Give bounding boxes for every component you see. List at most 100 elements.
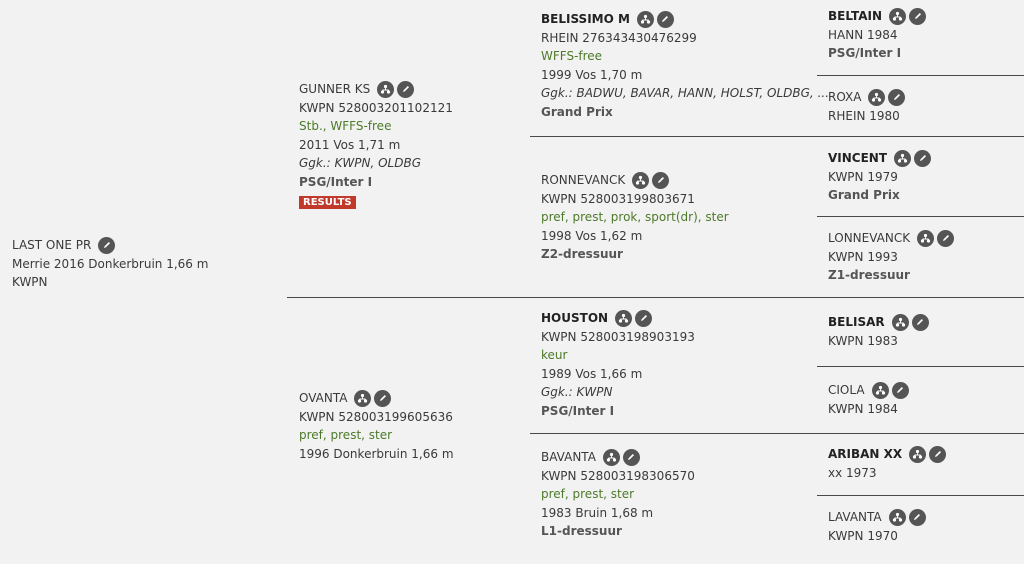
pedigree-icon[interactable]: [917, 229, 935, 247]
pedigree-icon[interactable]: [889, 7, 907, 25]
ss-card: BELISSIMO M RHEIN 276343430476299 WFFS-f…: [541, 10, 829, 122]
subject-name: LAST ONE PR: [12, 238, 92, 252]
pedigree-icon[interactable]: [602, 448, 620, 466]
ss-predicate: Grand Prix: [541, 104, 613, 119]
divider-ds-dd: [530, 433, 1024, 434]
grandparent-name[interactable]: ROXA: [828, 90, 862, 104]
grandparent-info: KWPN 1984: [828, 401, 898, 416]
edit-icon[interactable]: [652, 171, 670, 189]
dd-name[interactable]: BAVANTA: [541, 450, 596, 464]
grandparent-info: KWPN 1979: [828, 169, 898, 184]
ds-name[interactable]: HOUSTON: [541, 311, 609, 325]
grandparent-predicate: Z1-dressuur: [828, 268, 910, 283]
edit-icon[interactable]: [908, 508, 926, 526]
pedigree-icon[interactable]: [894, 149, 912, 167]
dd-tags: pref, prest, ster: [541, 487, 635, 502]
divider-g5-g6: [817, 366, 1024, 367]
grandparent-card: ROXA RHEIN 1980: [828, 88, 906, 125]
sd-registration: KWPN 528003199803671: [541, 191, 695, 206]
divider-sire-dam: [287, 297, 1024, 298]
edit-icon[interactable]: [909, 7, 927, 25]
dd-info: 1983 Bruin 1,68 m: [541, 505, 654, 520]
ss-tags: WFFS-free: [541, 49, 603, 64]
edit-icon[interactable]: [98, 236, 116, 254]
grandparent-info: KWPN 1993: [828, 249, 898, 264]
pedigree-icon[interactable]: [891, 313, 909, 331]
dam-tags: pref, prest, ster: [299, 428, 393, 443]
pedigree-icon[interactable]: [632, 171, 650, 189]
edit-icon[interactable]: [914, 149, 932, 167]
grandparent-card: BELTAIN HANN 1984 PSG/Inter I: [828, 7, 927, 63]
edit-icon[interactable]: [911, 313, 929, 331]
divider-ss-sd: [530, 136, 1024, 137]
sire-registration: KWPN 528003201102121: [299, 100, 453, 115]
sire-card: GUNNER KS KWPN 528003201102121 Stb., WFF…: [299, 80, 453, 210]
results-button[interactable]: RESULTS: [299, 195, 356, 209]
edit-icon[interactable]: [929, 445, 947, 463]
sd-tags: pref, prest, prok, sport(dr), ster: [541, 210, 729, 225]
grandparent-name[interactable]: CIOLA: [828, 383, 865, 397]
sd-name[interactable]: RONNEVANCK: [541, 173, 626, 187]
divider-g7-g8: [817, 495, 1024, 496]
grandparent-info: xx 1973: [828, 465, 877, 480]
sd-predicate: Z2-dressuur: [541, 247, 623, 262]
sd-info: 1998 Vos 1,62 m: [541, 228, 643, 243]
grandparent-card: ARIBAN XX xx 1973: [828, 445, 947, 482]
grandparent-name[interactable]: LAVANTA: [828, 510, 882, 524]
ss-registration: RHEIN 276343430476299: [541, 30, 697, 45]
grandparent-card: CIOLA KWPN 1984: [828, 381, 909, 418]
grandparent-card: LAVANTA KWPN 1970: [828, 508, 926, 545]
edit-icon[interactable]: [374, 389, 392, 407]
ds-info: 1989 Vos 1,66 m: [541, 366, 643, 381]
pedigree-icon[interactable]: [615, 309, 633, 327]
ds-ggk: Ggk.: KWPN: [541, 385, 613, 400]
grandparent-name[interactable]: BELTAIN: [828, 9, 883, 23]
ss-name[interactable]: BELISSIMO M: [541, 12, 630, 26]
ds-card: HOUSTON KWPN 528003198903193 keur 1989 V…: [541, 309, 695, 421]
grandparent-predicate: PSG/Inter I: [828, 46, 902, 61]
dd-registration: KWPN 528003198306570: [541, 468, 695, 483]
pedigree-icon[interactable]: [909, 445, 927, 463]
dam-card: OVANTA KWPN 528003199605636 pref, prest,…: [299, 389, 454, 463]
pedigree-icon[interactable]: [888, 508, 906, 526]
sd-card: RONNEVANCK KWPN 528003199803671 pref, pr…: [541, 171, 729, 264]
divider-g1-g2: [817, 75, 1024, 76]
sire-name[interactable]: GUNNER KS: [299, 82, 371, 96]
edit-icon[interactable]: [622, 448, 640, 466]
subject-studbook: KWPN: [12, 275, 48, 290]
dam-registration: KWPN 528003199605636: [299, 409, 453, 424]
ss-ggk: Ggk.: BADWU, BAVAR, HANN, HOLST, OLDBG, …: [541, 86, 830, 101]
ss-info: 1999 Vos 1,70 m: [541, 67, 643, 82]
grandparent-name[interactable]: LONNEVANCK: [828, 231, 911, 245]
ds-registration: KWPN 528003198903193: [541, 329, 695, 344]
edit-icon[interactable]: [635, 309, 653, 327]
subject-details: Merrie 2016 Donkerbruin 1,66 m: [12, 256, 209, 271]
edit-icon[interactable]: [891, 381, 909, 399]
grandparent-name[interactable]: BELISAR: [828, 315, 885, 329]
subject-horse: LAST ONE PR Merrie 2016 Donkerbruin 1,66…: [12, 236, 208, 292]
grandparent-card: LONNEVANCK KWPN 1993 Z1-dressuur: [828, 229, 955, 285]
edit-icon[interactable]: [937, 229, 955, 247]
ds-predicate: PSG/Inter I: [541, 403, 615, 418]
grandparent-info: HANN 1984: [828, 27, 898, 42]
pedigree-icon[interactable]: [636, 10, 654, 28]
grandparent-card: VINCENT KWPN 1979 Grand Prix: [828, 149, 932, 205]
edit-icon[interactable]: [656, 10, 674, 28]
sire-predicate: PSG/Inter I: [299, 174, 373, 189]
pedigree-icon[interactable]: [871, 381, 889, 399]
dd-predicate: L1-dressuur: [541, 524, 622, 539]
grandparent-predicate: Grand Prix: [828, 188, 900, 203]
pedigree-icon[interactable]: [354, 389, 372, 407]
pedigree-icon[interactable]: [868, 88, 886, 106]
edit-icon[interactable]: [397, 80, 415, 98]
grandparent-card: BELISAR KWPN 1983: [828, 313, 929, 350]
grandparent-name[interactable]: VINCENT: [828, 151, 888, 165]
edit-icon[interactable]: [888, 88, 906, 106]
grandparent-name[interactable]: ARIBAN XX: [828, 447, 903, 461]
pedigree-icon[interactable]: [377, 80, 395, 98]
grandparent-info: KWPN 1970: [828, 528, 898, 543]
grandparent-info: KWPN 1983: [828, 333, 898, 348]
sire-info: 2011 Vos 1,71 m: [299, 137, 401, 152]
dam-name[interactable]: OVANTA: [299, 391, 348, 405]
ds-tags: keur: [541, 348, 568, 363]
